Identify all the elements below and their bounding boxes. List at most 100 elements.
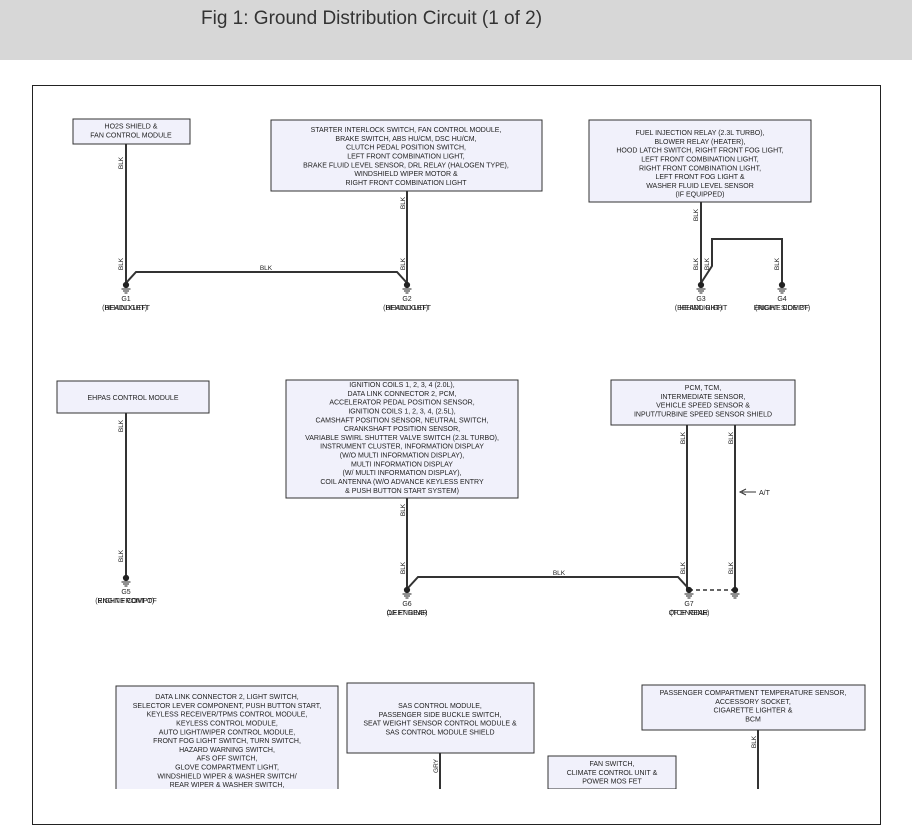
label-line: HOOD LATCH SWITCH, RIGHT FRONT FOG LIGHT… bbox=[616, 148, 783, 155]
ground-symbol-icon bbox=[121, 281, 131, 294]
label-line: COIL ANTENNA (W/O ADVANCE KEYLESS ENTRY bbox=[320, 479, 484, 486]
label-line: IGNITION COILS 1, 2, 3, 4, (2.5L), bbox=[348, 408, 455, 415]
label-line: BRAKE FLUID LEVEL SENSOR, DRL RELAY (HAL… bbox=[303, 162, 509, 169]
fan-switch-group-box bbox=[547, 755, 677, 789]
label-line: ENGINE COMPT) bbox=[98, 598, 154, 605]
label-line: VARIABLE SWIRL SHUTTER VALVE SWITCH (2.3… bbox=[305, 435, 499, 442]
label-line: STARTER INTERLOCK SWITCH, FAN CONTROL MO… bbox=[311, 127, 502, 134]
wire-color-label: BLK bbox=[704, 257, 711, 270]
label-line: (BEHIND RIGHT bbox=[675, 305, 728, 312]
label-line: (W/ MULTI INFORMATION DISPLAY), bbox=[343, 470, 462, 477]
wire-color-label: BLK bbox=[680, 561, 687, 574]
label-line: CRANKSHAFT POSITION SENSOR, bbox=[344, 426, 460, 433]
label-line: DATA LINK CONNECTOR 2, PCM, bbox=[348, 391, 457, 398]
fan-switch-group-label: FAN SWITCH,CLIMATE CONTROL UNIT &POWER M… bbox=[567, 761, 658, 786]
label-line: (IF EQUIPPED) bbox=[675, 192, 724, 199]
ho2s-fan-module-box bbox=[72, 118, 191, 145]
label-line: (TOP REAR bbox=[670, 610, 708, 617]
label-line: LEFT FRONT FOG LIGHT & bbox=[655, 174, 744, 181]
ground-symbol-icon bbox=[402, 281, 412, 294]
label-line: SAS CONTROL MODULE SHIELD bbox=[385, 729, 494, 736]
ground-label-g7: G7 bbox=[684, 601, 693, 608]
ground-symbol-icon bbox=[684, 586, 694, 599]
label-line: (RIGHT FRONT OF bbox=[95, 598, 157, 605]
ground-label-g5: G5 bbox=[121, 589, 130, 596]
wire-color-label: BLK bbox=[260, 265, 273, 272]
label-line: PCM, TCM, bbox=[685, 385, 721, 392]
label-line: (BEHIND LEFT bbox=[383, 305, 432, 312]
label-line: GLOVE COMPARTMENT LIGHT, bbox=[175, 765, 279, 772]
wire-g6-to-g7 bbox=[406, 576, 690, 590]
label-line: CLUTCH PEDAL POSITION SWITCH, bbox=[346, 145, 466, 152]
label-line: DATA LINK CONNECTOR 2, LIGHT SWITCH, bbox=[155, 694, 298, 701]
ground-label-g3: G3 bbox=[696, 296, 705, 303]
ground-symbol-icon bbox=[402, 586, 412, 599]
label-line: EHPAS CONTROL MODULE bbox=[87, 395, 178, 402]
ground-symbol-icon bbox=[777, 281, 787, 294]
ground-label-g2: G2 bbox=[402, 296, 411, 303]
wire-color-label: BLK bbox=[728, 431, 735, 444]
passenger-compartment-group-box bbox=[641, 684, 866, 731]
label-line: OF ENGINE) bbox=[387, 610, 428, 617]
label-line: OF ENGINE) bbox=[669, 610, 710, 617]
label-line: ACCELERATOR PEDAL POSITION SENSOR, bbox=[329, 400, 474, 407]
label-line: REAR WIPER & WASHER SWITCH, bbox=[170, 782, 285, 789]
label-line: FUEL INJECTION RELAY (2.3L TURBO), bbox=[635, 130, 764, 137]
wire-color-label: BLK bbox=[774, 257, 781, 270]
label-line: FAN SWITCH, bbox=[589, 761, 634, 768]
label-line: WASHER FLUID LEVEL SENSOR bbox=[646, 183, 754, 190]
ground-location-g6: (LEFT REAROF ENGINE) bbox=[387, 610, 428, 617]
label-line: HEADLIGHT) bbox=[386, 305, 428, 312]
ground-label-g6: G6 bbox=[402, 601, 411, 608]
label-line: BCM bbox=[745, 716, 761, 723]
label-line: PASSENGER SIDE BUCKLE SWITCH, bbox=[379, 712, 502, 719]
ground-location-g2: (BEHIND LEFTHEADLIGHT) bbox=[383, 305, 432, 312]
label-line: AFS OFF SWITCH, bbox=[196, 756, 257, 763]
label-line: ACCESSORY SOCKET, bbox=[715, 699, 791, 706]
wire-g3-loop-to-g4 bbox=[700, 238, 783, 284]
label-line: CLIMATE CONTROL UNIT & bbox=[567, 770, 658, 777]
figure-header: Fig 1: Ground Distribution Circuit (1 of… bbox=[0, 0, 912, 60]
ehpas-control-module-label: EHPAS CONTROL MODULE bbox=[87, 395, 178, 402]
ground-symbol-icon bbox=[730, 586, 740, 599]
label-line: MULTI INFORMATION DISPLAY bbox=[351, 461, 453, 468]
label-line: VEHICLE SPEED SENSOR & bbox=[656, 403, 750, 410]
data-link-connector-group-box bbox=[115, 685, 339, 789]
label-line: LEFT FRONT COMBINATION LIGHT, bbox=[641, 156, 759, 163]
label-line: RIGHT FRONT COMBINATION LIGHT bbox=[346, 180, 468, 187]
label-line: FAN CONTROL MODULE bbox=[90, 132, 172, 139]
ground-location-g1: (BEHIND LEFTHEADLIGHT) bbox=[102, 305, 151, 312]
ground-location-g3: (BEHIND RIGHTHEADLIGHT) bbox=[675, 305, 728, 312]
label-line: KEYLESS CONTROL MODULE, bbox=[176, 720, 278, 727]
label-line: CAMSHAFT POSITION SENSOR, NEUTRAL SWITCH… bbox=[315, 417, 488, 424]
label-line: (BEHIND LEFT bbox=[102, 305, 151, 312]
pcm-tcm-group-box bbox=[610, 379, 796, 426]
label-line: HAZARD WARNING SWITCH, bbox=[179, 747, 275, 754]
ground-label-g1: G1 bbox=[121, 296, 130, 303]
label-line: SAS CONTROL MODULE, bbox=[398, 703, 482, 710]
label-line: BLOWER RELAY (HEATER), bbox=[654, 139, 745, 146]
starter-interlock-group-label: STARTER INTERLOCK SWITCH, FAN CONTROL MO… bbox=[303, 127, 509, 187]
wire-color-label: BLK bbox=[680, 431, 687, 444]
wire-color-label: BLK bbox=[118, 257, 125, 270]
wire-color-label: BLK bbox=[400, 561, 407, 574]
label-line: (RIGHT SIDE OF bbox=[755, 305, 809, 312]
ground-symbol-icon bbox=[696, 281, 706, 294]
label-line: FRONT FOG LIGHT SWITCH, TURN SWITCH, bbox=[153, 738, 301, 745]
wire-color-label: BLK bbox=[553, 570, 566, 577]
label-line: INPUT/TURBINE SPEED SENSOR SHIELD bbox=[634, 411, 772, 418]
label-line: & PUSH BUTTON START SYSTEM) bbox=[345, 488, 459, 495]
ground-location-g4: (RIGHT SIDE OFENGINE COMPT) bbox=[754, 305, 810, 312]
label-line: IGNITION COILS 1, 2, 3, 4 (2.0L), bbox=[349, 382, 454, 389]
label-line: RIGHT FRONT COMBINATION LIGHT, bbox=[639, 165, 761, 172]
data-link-connector-group-label: DATA LINK CONNECTOR 2, LIGHT SWITCH,SELE… bbox=[133, 694, 322, 789]
label-line: PASSENGER COMPARTMENT TEMPERATURE SENSOR… bbox=[660, 690, 847, 697]
wire-color-label: BLK bbox=[728, 561, 735, 574]
wire-color-label: BLK bbox=[400, 196, 407, 209]
wire-color-label: GRY bbox=[433, 758, 440, 773]
at-note: A/T bbox=[759, 490, 771, 497]
wire-color-label: BLK bbox=[400, 503, 407, 516]
sas-control-module-box bbox=[346, 682, 535, 754]
label-line: INSTRUMENT CLUSTER, INFORMATION DISPLAY bbox=[320, 444, 484, 451]
label-line: HO2S SHIELD & bbox=[105, 124, 158, 131]
